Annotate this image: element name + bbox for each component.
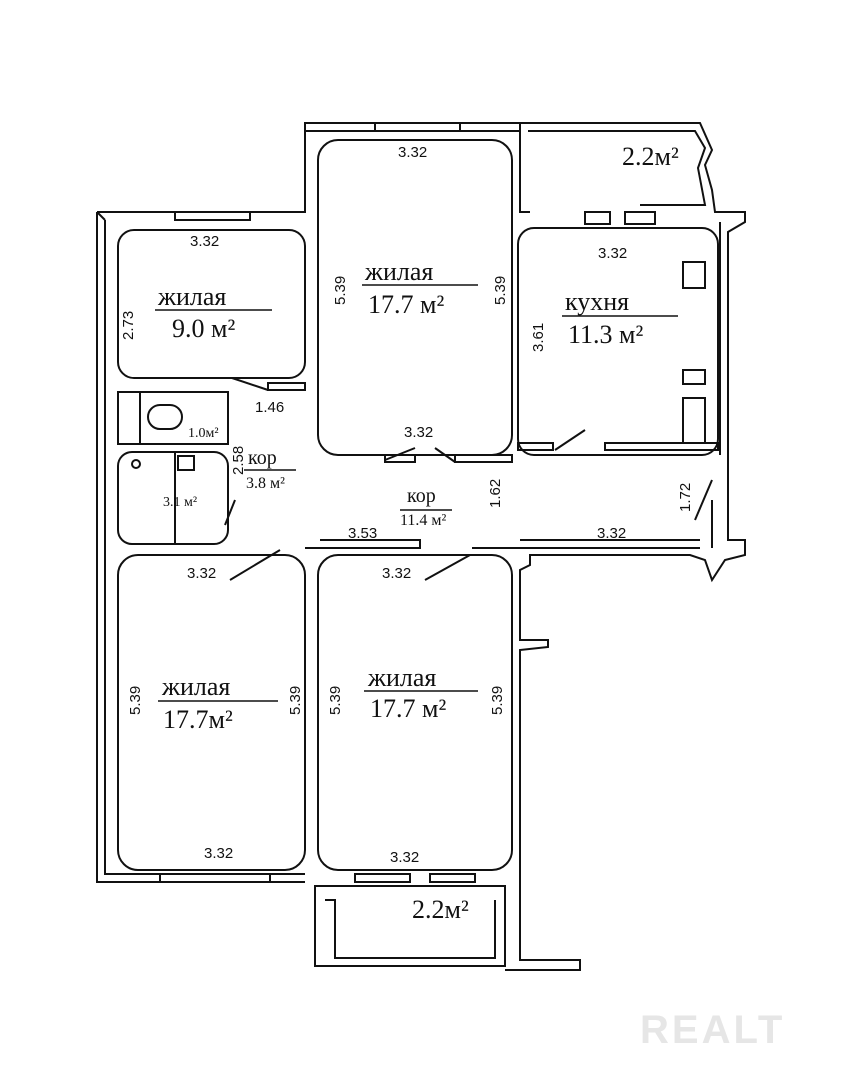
dim-bedroom-br-bottom: 3.32 (390, 849, 419, 866)
dim-bedroom-br-left: 5.39 (327, 686, 344, 715)
dim-kitchen-depth: 3.61 (530, 323, 547, 352)
label-bedroom-top: жилая (364, 257, 433, 286)
label-corridor-small: кор (248, 447, 277, 469)
area-balcony-top: 2.2м² (622, 142, 679, 171)
area-kitchen: 11.3 м² (568, 320, 643, 349)
sink-icon (131, 459, 141, 469)
dim-bedroom-bl-top: 3.32 (187, 565, 216, 582)
dim-bedroom-top-bottom: 3.32 (404, 424, 433, 441)
label-bedroom-small: жилая (157, 282, 226, 311)
dim-bedroom-small-width: 3.32 (190, 233, 219, 250)
area-corridor-small: 3.8 м² (246, 475, 285, 492)
dim-bedroom-small-depth: 2.73 (120, 311, 137, 340)
dim-bedroom-bl-right: 5.39 (287, 686, 304, 715)
area-bedroom-top: 17.7 м² (368, 290, 444, 319)
area-bath: 3.1 м² (163, 495, 197, 510)
room-bedroom-br (317, 554, 513, 871)
dim-bedroom-br-top: 3.32 (382, 565, 411, 582)
area-balcony-bottom: 2.2м² (412, 895, 469, 924)
area-bedroom-br: 17.7 м² (370, 694, 446, 723)
dim-corridor-main-d: 1.72 (677, 483, 694, 512)
dim-bedroom-br-right: 5.39 (489, 686, 506, 715)
room-bedroom-bl (117, 554, 306, 871)
dim-bedroom-bl-left: 5.39 (127, 686, 144, 715)
room-bedroom-small (117, 229, 306, 379)
area-bedroom-bl: 17.7м² (163, 705, 233, 734)
dim-bedroom-top-width: 3.32 (398, 144, 427, 161)
label-corridor-main: кор (407, 485, 436, 507)
bath-fixture-icon (177, 455, 195, 471)
toilet-icon (147, 404, 183, 430)
room-wc (117, 391, 229, 445)
dim-bedroom-top-left: 5.39 (332, 276, 349, 305)
corridor-wall (305, 539, 700, 549)
dim-corridor-small-a: 2.58 (230, 446, 247, 475)
dim-corridor-main-b: 1.62 (487, 479, 504, 508)
dim-kitchen-width: 3.32 (598, 245, 627, 262)
right-wall-inner (711, 222, 721, 548)
dim-corridor-main-a: 3.53 (348, 525, 377, 542)
area-corridor-main: 11.4 м² (400, 512, 447, 529)
room-kitchen (517, 227, 719, 456)
area-bedroom-small: 9.0 м² (172, 314, 235, 343)
label-bedroom-br: жилая (367, 663, 436, 692)
area-wc: 1.0м² (188, 426, 219, 441)
balcony-bottom (314, 885, 506, 967)
dim-corridor-main-c: 3.32 (597, 525, 626, 542)
room-bath (117, 451, 229, 545)
outer-wall (96, 122, 530, 883)
balcony-top-outline (505, 122, 746, 971)
watermark-logo: REALT (640, 1008, 785, 1052)
label-kitchen: кухня (565, 287, 629, 316)
dim-bedroom-bl-bottom: 3.32 (204, 845, 233, 862)
dim-bedroom-top-right: 5.39 (492, 276, 509, 305)
balcony-top-inner (528, 130, 707, 206)
label-bedroom-bl: жилая (161, 672, 230, 701)
dim-corridor-small-b: 1.46 (255, 399, 284, 416)
